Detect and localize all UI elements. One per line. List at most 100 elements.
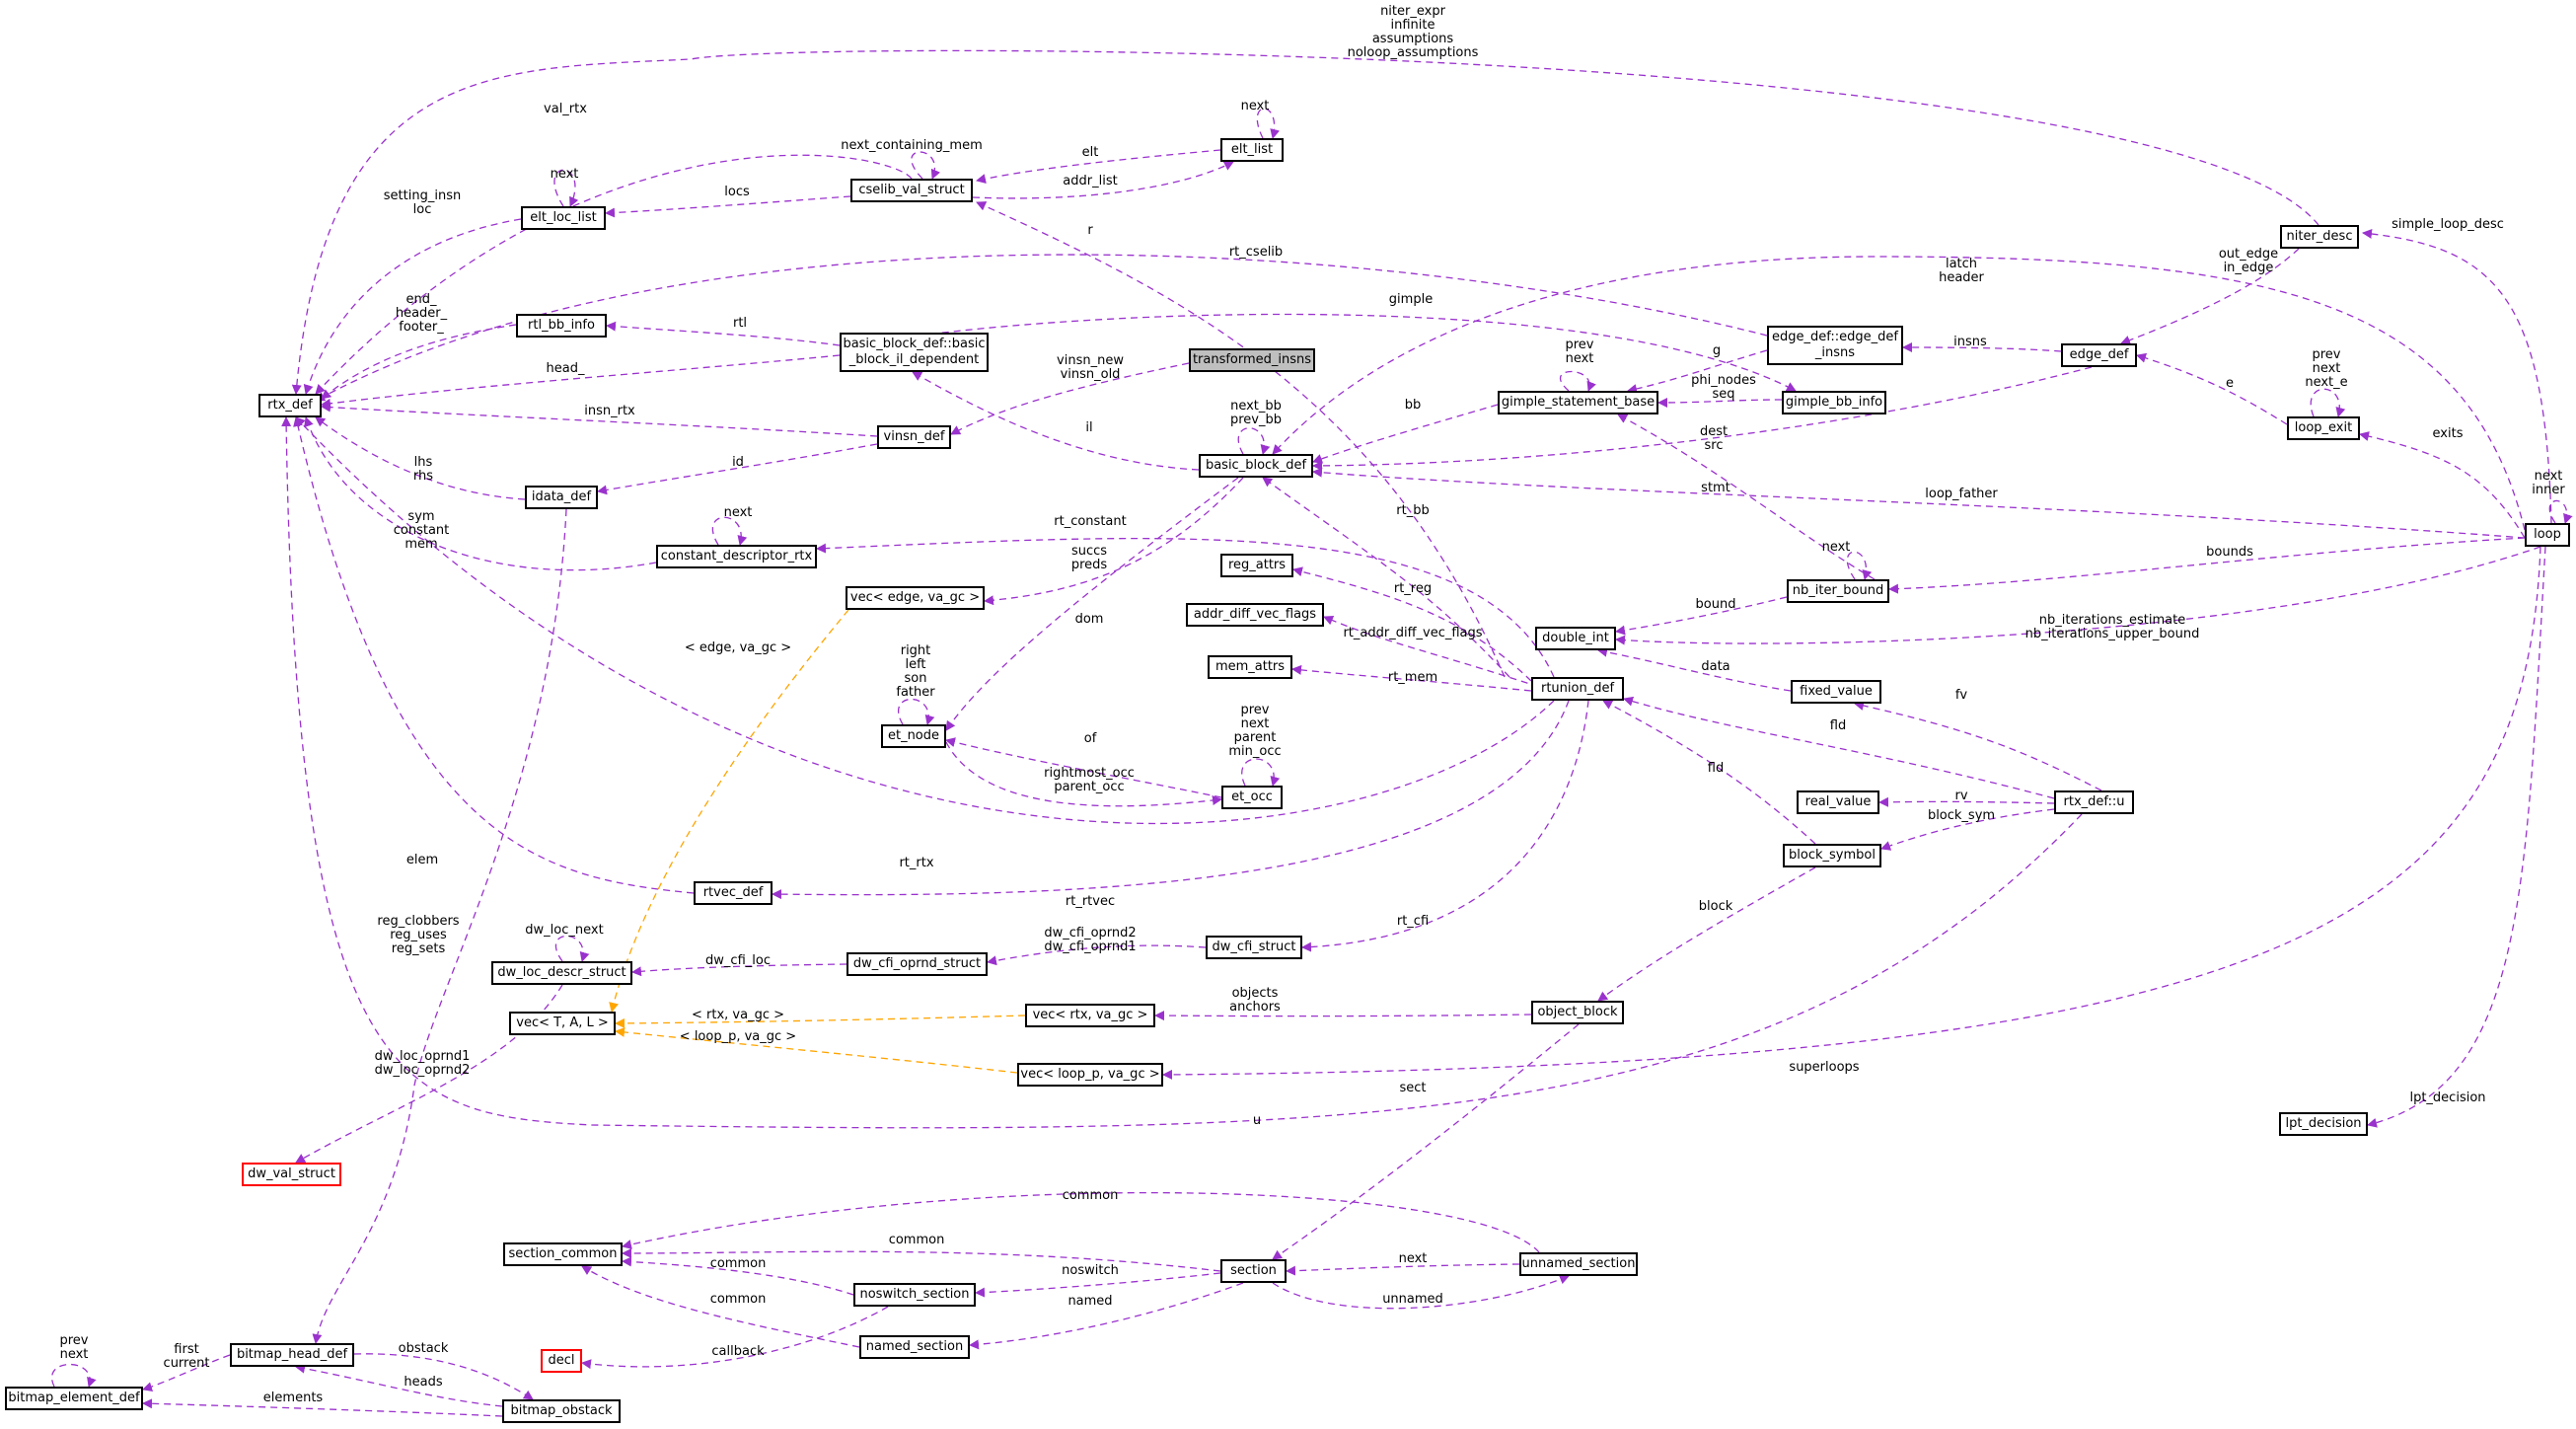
edge-label-rightmost-occ: rightmost_occ parent_occ	[1044, 766, 1135, 794]
edge-label-stmt: stmt	[1701, 481, 1730, 495]
edge-19	[1902, 342, 2062, 353]
node-section[interactable]: section	[1220, 1259, 1287, 1283]
edge-label-edge-va-gc: < edge, va_gc >	[684, 640, 792, 655]
edge-54	[945, 737, 1222, 798]
node-loop-exit[interactable]: loop_exit	[2287, 416, 2360, 440]
node-et-occ[interactable]: et_occ	[1221, 786, 1283, 809]
node-bitmap-element-def[interactable]: bitmap_element_def	[5, 1387, 143, 1410]
edge-58	[1878, 796, 2055, 807]
edge-78	[622, 1191, 1540, 1253]
node-et-node[interactable]: et_node	[881, 724, 946, 748]
edge-35	[1617, 414, 1876, 580]
node-decl[interactable]: decl	[541, 1349, 582, 1373]
edge-61	[295, 416, 1555, 825]
node-unnamed-section[interactable]: unnamed_section	[1519, 1252, 1638, 1276]
edge-label-loop-p-va-gc: < loop_p, va_gc >	[679, 1029, 797, 1044]
node-noswitch-section[interactable]: noswitch_section	[853, 1283, 976, 1307]
node-rtunion-def[interactable]: rtunion_def	[1531, 677, 1624, 701]
node-mem-attrs[interactable]: mem_attrs	[1208, 655, 1292, 679]
edge-label-simple-loop-desc: simple_loop_desc	[2392, 217, 2504, 232]
node-dw-cfi-oprnd-struct[interactable]: dw_cfi_oprnd_struct	[846, 952, 988, 976]
node-double-int[interactable]: double_int	[1535, 627, 1616, 650]
edge-label-r: r	[1087, 223, 1093, 238]
edge-4	[972, 161, 1234, 199]
edge-label-addr-list: addr_list	[1063, 174, 1118, 188]
edge-40	[1262, 477, 1510, 678]
edge-label-dw-cfi-oprnd: dw_cfi_oprnd2 dw_cfi_oprnd1	[1044, 926, 1137, 954]
node-edge-def-insns[interactable]: edge_def::edge_def _insns	[1767, 326, 1903, 365]
edge-6	[605, 195, 851, 218]
node-loop[interactable]: loop	[2525, 523, 2570, 547]
node-vinsn-def[interactable]: vinsn_def	[877, 425, 951, 449]
edge-21	[2310, 388, 2346, 417]
node-dw-cfi-struct[interactable]: dw_cfi_struct	[1206, 936, 1302, 959]
node-bitmap-obstack[interactable]: bitmap_obstack	[502, 1399, 621, 1423]
node-lpt-decision[interactable]: lpt_decision	[2279, 1112, 2368, 1136]
node-gimple-statement-base[interactable]: gimple_statement_base	[1498, 391, 1658, 414]
edge-label-data: data	[1701, 659, 1730, 674]
edge-39	[304, 416, 657, 571]
edge-47	[1323, 615, 1540, 688]
edge-label-vinsn-new: vinsn_new vinsn_old	[1057, 353, 1124, 382]
edge-label-fld-2: fld	[1707, 761, 1725, 776]
edge-77	[2367, 546, 2546, 1128]
node-rtl-bb-info[interactable]: rtl_bb_info	[516, 314, 607, 338]
node-rtvec-def[interactable]: rtvec_def	[694, 881, 773, 905]
node-elt-loc-list[interactable]: elt_loc_list	[521, 206, 606, 230]
node-vec-T-A-L[interactable]: vec< T, A, L >	[509, 1012, 616, 1035]
node-named-section[interactable]: named_section	[859, 1335, 970, 1359]
edge-50	[1597, 646, 1792, 692]
edge-86	[581, 1306, 889, 1370]
node-basic-block-def-il[interactable]: basic_block_def::basic _block_il_depende…	[840, 333, 989, 372]
edge-label-latch-header: latch header	[1939, 257, 1984, 285]
edge-64	[554, 935, 590, 962]
node-transformed-insns[interactable]: transformed_insns	[1189, 348, 1315, 372]
edge-26	[1237, 427, 1271, 455]
node-fixed-value[interactable]: fixed_value	[1791, 680, 1881, 704]
edge-label-succs-preds: succs preds	[1070, 544, 1108, 572]
node-gimple-bb-info[interactable]: gimple_bb_info	[1782, 391, 1886, 414]
edge-label-prev-next-etocc: prev next parent min_occ	[1228, 703, 1282, 759]
edge-label-next-nb: next	[1821, 540, 1851, 555]
node-block-symbol[interactable]: block_symbol	[1783, 844, 1881, 867]
edge-label-insns: insns	[1953, 335, 1987, 349]
edge-75	[1272, 1023, 1580, 1260]
edge-89	[353, 1353, 534, 1400]
edge-56	[1602, 700, 1816, 845]
node-elt-list[interactable]: elt_list	[1220, 138, 1284, 162]
edge-55	[1623, 696, 2055, 799]
node-cselib-val-struct[interactable]: cselib_val_struct	[850, 179, 973, 202]
edge-48	[945, 477, 1239, 731]
node-vec-edge[interactable]: vec< edge, va_gc >	[846, 586, 985, 610]
node-nb-iter-bound[interactable]: nb_iter_bound	[1787, 579, 1889, 603]
node-idata-def[interactable]: idata_def	[525, 486, 598, 509]
node-real-value[interactable]: real_value	[1797, 790, 1879, 814]
node-vec-loop-p[interactable]: vec< loop_p, va_gc >	[1017, 1063, 1163, 1087]
edge-90	[295, 1363, 503, 1407]
edge-45	[1615, 596, 1788, 636]
node-object-block[interactable]: object_block	[1531, 1001, 1624, 1024]
edge-label-rt-cselib: rt_cselib	[1228, 245, 1284, 260]
node-rtx-def[interactable]: rtx_def	[258, 394, 322, 417]
node-rtx-def-u[interactable]: rtx_def::u	[2054, 790, 2134, 814]
node-dw-loc-descr-struct[interactable]: dw_loc_descr_struct	[491, 961, 632, 985]
edge-label-common-2: common	[888, 1233, 945, 1247]
edge-88	[142, 1354, 231, 1392]
node-edge-def[interactable]: edge_def	[2061, 343, 2137, 367]
node-bitmap-head-def[interactable]: bitmap_head_def	[230, 1343, 354, 1367]
node-vec-rtx[interactable]: vec< rtx, va_gc >	[1025, 1004, 1155, 1027]
edge-71	[615, 1026, 1018, 1074]
edge-label-il: il	[1085, 420, 1093, 435]
node-reg-attrs[interactable]: reg_attrs	[1220, 554, 1293, 577]
node-addr-diff-vec-flags[interactable]: addr_diff_vec_flags	[1186, 603, 1324, 627]
node-constant-descriptor-rtx[interactable]: constant_descriptor_rtx	[656, 545, 817, 568]
node-section-common[interactable]: section_common	[503, 1242, 623, 1266]
node-basic-block-def[interactable]: basic_block_def	[1199, 454, 1313, 478]
edge-label-bound: bound	[1695, 597, 1736, 612]
edge-label-dom: dom	[1074, 612, 1104, 627]
edge-17	[606, 321, 841, 346]
edge-20	[1560, 370, 1596, 392]
node-dw-val-struct[interactable]: dw_val_struct	[242, 1163, 341, 1186]
node-niter-desc[interactable]: niter_desc	[2280, 225, 2359, 249]
